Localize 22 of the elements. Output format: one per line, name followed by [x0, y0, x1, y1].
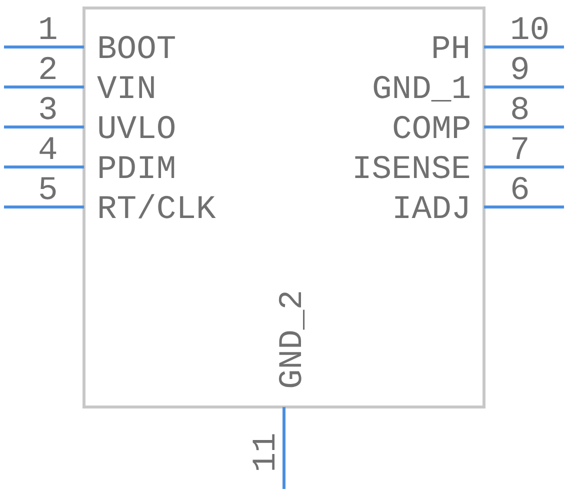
pin-number: 2 — [38, 54, 58, 86]
pin-number: 11 — [249, 432, 282, 472]
pin-name: GND_2 — [276, 289, 309, 389]
pin-number: 10 — [510, 14, 550, 46]
pin-name: BOOT — [97, 32, 176, 66]
pin-number: 1 — [38, 14, 58, 46]
pin-number: 3 — [38, 94, 58, 126]
pin-number: 6 — [510, 174, 530, 206]
pin-number: 5 — [38, 174, 58, 206]
pin-name: COMP — [392, 112, 472, 146]
pin-name: RT/CLK — [97, 192, 216, 226]
pin-name: ISENSE — [352, 152, 471, 186]
pin-name: UVLO — [97, 112, 176, 146]
pin-number: 7 — [510, 134, 530, 166]
pin-name: PDIM — [97, 152, 176, 186]
pin-number: 8 — [510, 94, 530, 126]
pin-name: VIN — [97, 72, 156, 106]
pin-number: 9 — [510, 54, 530, 86]
pin-name: IADJ — [392, 192, 472, 226]
pin-number: 4 — [38, 134, 58, 166]
pin-name: PH — [431, 32, 471, 66]
pin-name: GND_1 — [372, 72, 472, 106]
